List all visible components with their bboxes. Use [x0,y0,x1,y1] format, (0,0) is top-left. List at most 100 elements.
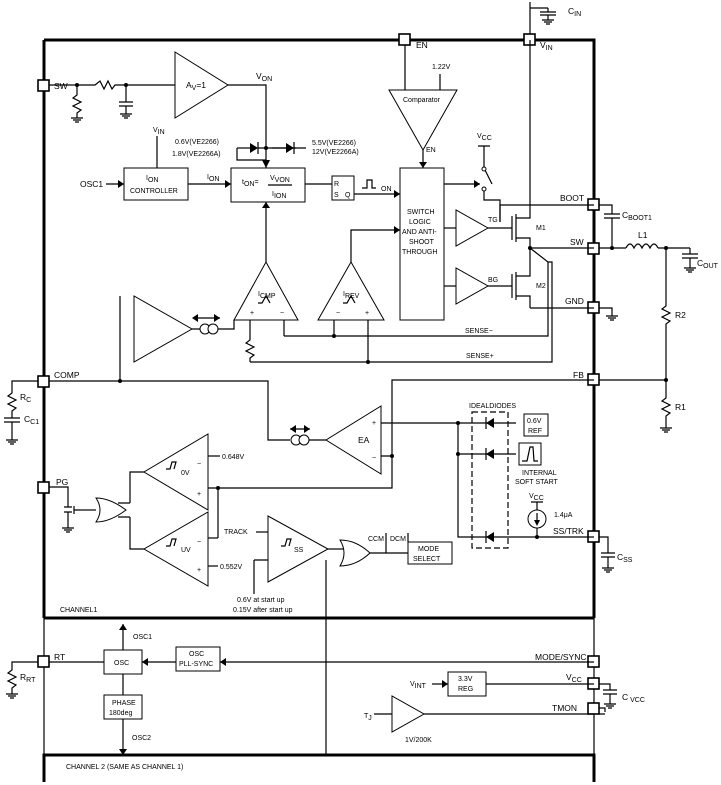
label-sl-3: SHOOT [409,239,435,246]
label-ss: SS [294,547,304,554]
label-vcc-sw: VCC [477,133,492,142]
label-m2: M2 [536,283,546,290]
label-icmp-plus: + [250,310,254,317]
label-comparator: Comparator [403,97,441,104]
label-mode-a: MODE [418,546,439,553]
mode-select-block [407,541,453,565]
diode-2 [286,143,294,153]
label-ton-den: IION [272,191,286,200]
driver-bg [455,267,490,305]
pin-comp [37,375,50,388]
label-sense-minus: SENSE− [465,328,493,335]
label-diode2-b: 12V(VE2266A) [312,149,359,156]
label-av: AV=1 [186,80,206,92]
label-pg: PG [56,477,68,487]
label-ref-b: REF [528,428,542,435]
label-comp: COMP [54,370,80,380]
label-phase-b: 180deg [109,710,132,717]
buffer-av1 [174,51,229,119]
label-cout: COUT [697,258,719,270]
label-en-internal: EN [426,147,436,154]
label-0648v: 0.648V [222,454,245,461]
label-osc-pll-b: PLL-SYNC [179,661,213,668]
label-ton: tON= [242,179,259,188]
label-tj: TJ [364,713,372,722]
label-vcc: VCC [566,672,582,684]
label-osc1-bottom: OSC1 [133,634,152,641]
diode-1 [250,143,258,153]
ref-box [523,413,549,437]
label-irev-plus: + [365,310,369,317]
label-sl-4: THROUGH [402,249,437,256]
label-gnd: GND [565,296,584,306]
or-gate-pg [95,497,127,523]
label-vcc-src: VCC [529,493,544,502]
regulator-block [447,671,487,697]
label-fb: FB [573,370,584,380]
error-amplifier [325,405,382,475]
label-ccm: CCM [368,536,384,543]
osc-pll-block [175,646,221,672]
label-diode1-a: 0.6V(VE2266) [175,139,219,146]
switch-logic-block [399,167,445,321]
label-sw: SW [570,237,584,247]
label-dcm: DCM [390,536,406,543]
label-on: ON [381,186,392,193]
comparator-icmp [233,260,299,321]
label-cboot: CBOOT1 [622,210,652,222]
label-channel2: CHANNEL 2 (SAME AS CHANNEL 1) [66,764,183,771]
label-ion-ctrl-2: CONTROLLER [130,188,178,195]
label-en-pin: EN [416,40,428,50]
driver-tg [455,209,490,247]
label-mode-sync: MODE/SYNC [535,652,586,662]
label-ton-num: VVON [270,175,290,184]
label-irev: IREV [343,291,360,300]
label-122v: 1.22V [432,64,451,71]
label-cc1: CC1 [24,414,39,426]
label-r1: R1 [675,402,686,412]
label-0552v: 0.552V [220,564,243,571]
ideal-diode-1 [486,418,494,428]
comparator-en [388,89,458,152]
label-ion-ctrl-1: ION [146,175,158,184]
label-ss-note-a: 0.6V at start up [237,597,285,604]
label-uv: UV [181,547,191,554]
label-ss-note-b: 0.15V after start up [233,607,293,614]
ideal-diodes-box [471,411,509,549]
ion-controller-block [123,167,189,201]
rs-latch [331,175,355,201]
label-icmp: ICMP [258,291,276,300]
label-sw-left: SW [54,81,68,91]
label-osc-pll-a: OSC [189,651,204,658]
label-ideal-diodes: IDEALDIODES [469,403,516,410]
label-vin-pin: VIN [540,40,553,52]
pin-rt [37,655,50,668]
label-osc1-in: OSC1 [80,179,103,189]
label-reg-b: REG [458,686,473,693]
label-rc: RC [20,392,31,404]
label-mode-b: SELECT [413,556,441,563]
label-rrt: RRT [20,672,36,684]
soft-start-comparator [267,515,330,583]
label-l1: L1 [638,230,648,240]
label-ov-minus: − [197,461,201,468]
label-ea-minus: − [372,455,376,462]
label-rs-q: Q [345,192,351,199]
label-ss-trk: SS/TRK [553,526,584,536]
label-rs-r: R [334,181,339,188]
comparator-uv [143,511,209,587]
label-phase-a: PHASE [112,700,136,707]
label-irev-minus: − [336,310,340,317]
label-sl-0: SWITCH [407,209,435,216]
ic-outline [42,38,596,620]
label-current-src: 1.4μA [554,512,573,519]
label-icmp-minus: − [280,310,284,317]
pin-tmon [587,702,600,715]
label-reg-a: 3.3V [458,676,473,683]
ideal-diode-3 [486,532,494,542]
temp-buffer [391,695,426,733]
channel2-outline [42,753,596,782]
label-temp-gain: 1V/200K [405,737,432,744]
